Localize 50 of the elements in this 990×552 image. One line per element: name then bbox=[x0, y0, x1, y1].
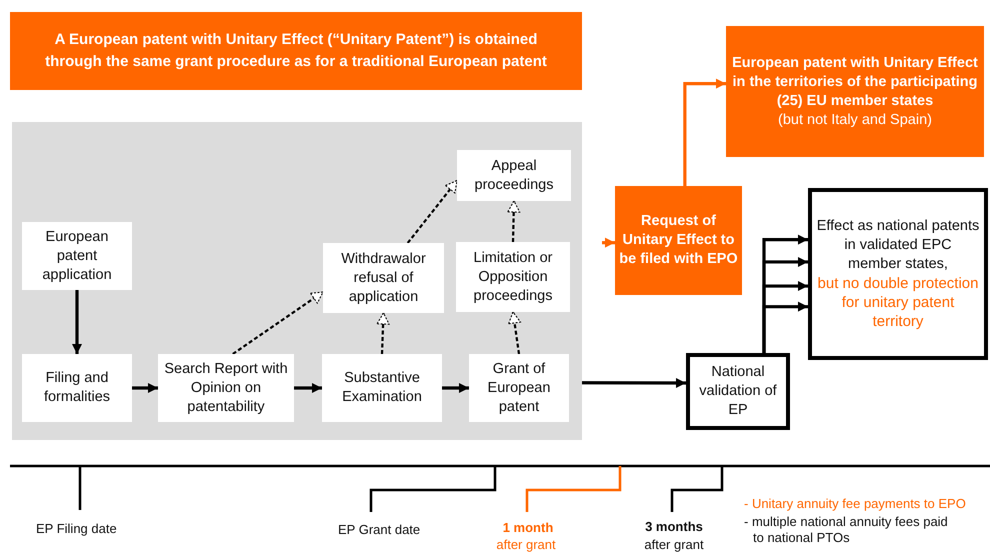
arrow bbox=[72, 290, 82, 354]
timeline-label: - Unitary annuity fee payments to EPO bbox=[744, 496, 967, 512]
box-text: National validation of EP bbox=[698, 363, 778, 420]
process-box bbox=[457, 150, 571, 201]
box-text: Filing and formalities bbox=[42, 369, 112, 407]
title-banner bbox=[10, 12, 582, 90]
process-box bbox=[686, 353, 790, 430]
timeline-label: - multiple national annuity fees paid to national PTOs bbox=[744, 514, 949, 546]
process-box bbox=[456, 242, 570, 312]
dashed-arrow bbox=[376, 312, 390, 354]
timeline-label: EP Grant date bbox=[338, 522, 422, 538]
box-text: Request of Unitary Effect to be filed with EPO bbox=[619, 212, 738, 269]
timeline-label: 3 months bbox=[644, 519, 704, 535]
dashed-arrow bbox=[406, 180, 458, 244]
box-text: (but not Italy and Spain) bbox=[778, 110, 932, 130]
process-box bbox=[22, 354, 132, 422]
box-text: Effect as national patents in validated EPC member states, bbox=[816, 217, 980, 274]
box-text: European patent with Unitary Effect in the territories of the participating (25) EU member states bbox=[731, 54, 979, 110]
background-panel bbox=[12, 122, 582, 440]
timeline-label: EP Filing date bbox=[36, 521, 118, 537]
process-box bbox=[322, 354, 442, 422]
box-text: Withdrawalor refusal of application bbox=[340, 250, 427, 306]
arrow bbox=[602, 238, 615, 248]
process-box bbox=[469, 354, 569, 422]
dashed-arrow bbox=[507, 200, 520, 242]
box-text: but no double protection for unitary patent territory bbox=[816, 274, 980, 331]
box-text: Limitation or Opposition proceedings bbox=[472, 248, 554, 306]
box-text: Grant of European patent bbox=[486, 360, 552, 416]
timeline-label: after grant bbox=[643, 537, 705, 552]
arrow bbox=[582, 378, 686, 388]
result-box bbox=[808, 188, 988, 360]
dashed-arrow bbox=[508, 312, 521, 354]
result-box bbox=[726, 26, 984, 157]
arrow bbox=[683, 78, 726, 186]
process-box bbox=[323, 243, 444, 313]
box-text: Appeal proceedings bbox=[474, 156, 554, 194]
timeline-label: 1 month bbox=[502, 520, 554, 536]
timeline-label: after grant bbox=[495, 537, 557, 552]
process-box bbox=[22, 222, 132, 290]
box-text: Substantive Examination bbox=[341, 369, 423, 407]
box-text: European patent application bbox=[41, 228, 113, 284]
arrow bbox=[762, 302, 808, 353]
arrow bbox=[294, 383, 322, 393]
process-box bbox=[615, 186, 742, 295]
arrow bbox=[132, 383, 158, 393]
box-text: Search Report with Opinion on patentability bbox=[163, 360, 289, 416]
arrow bbox=[442, 383, 469, 393]
process-box bbox=[158, 354, 294, 422]
dashed-arrow bbox=[232, 291, 324, 355]
box-text: A European patent with Unitary Effect (“Unitary Patent”) is obtained through the same grant procedure as for a traditional European patent bbox=[44, 30, 548, 72]
